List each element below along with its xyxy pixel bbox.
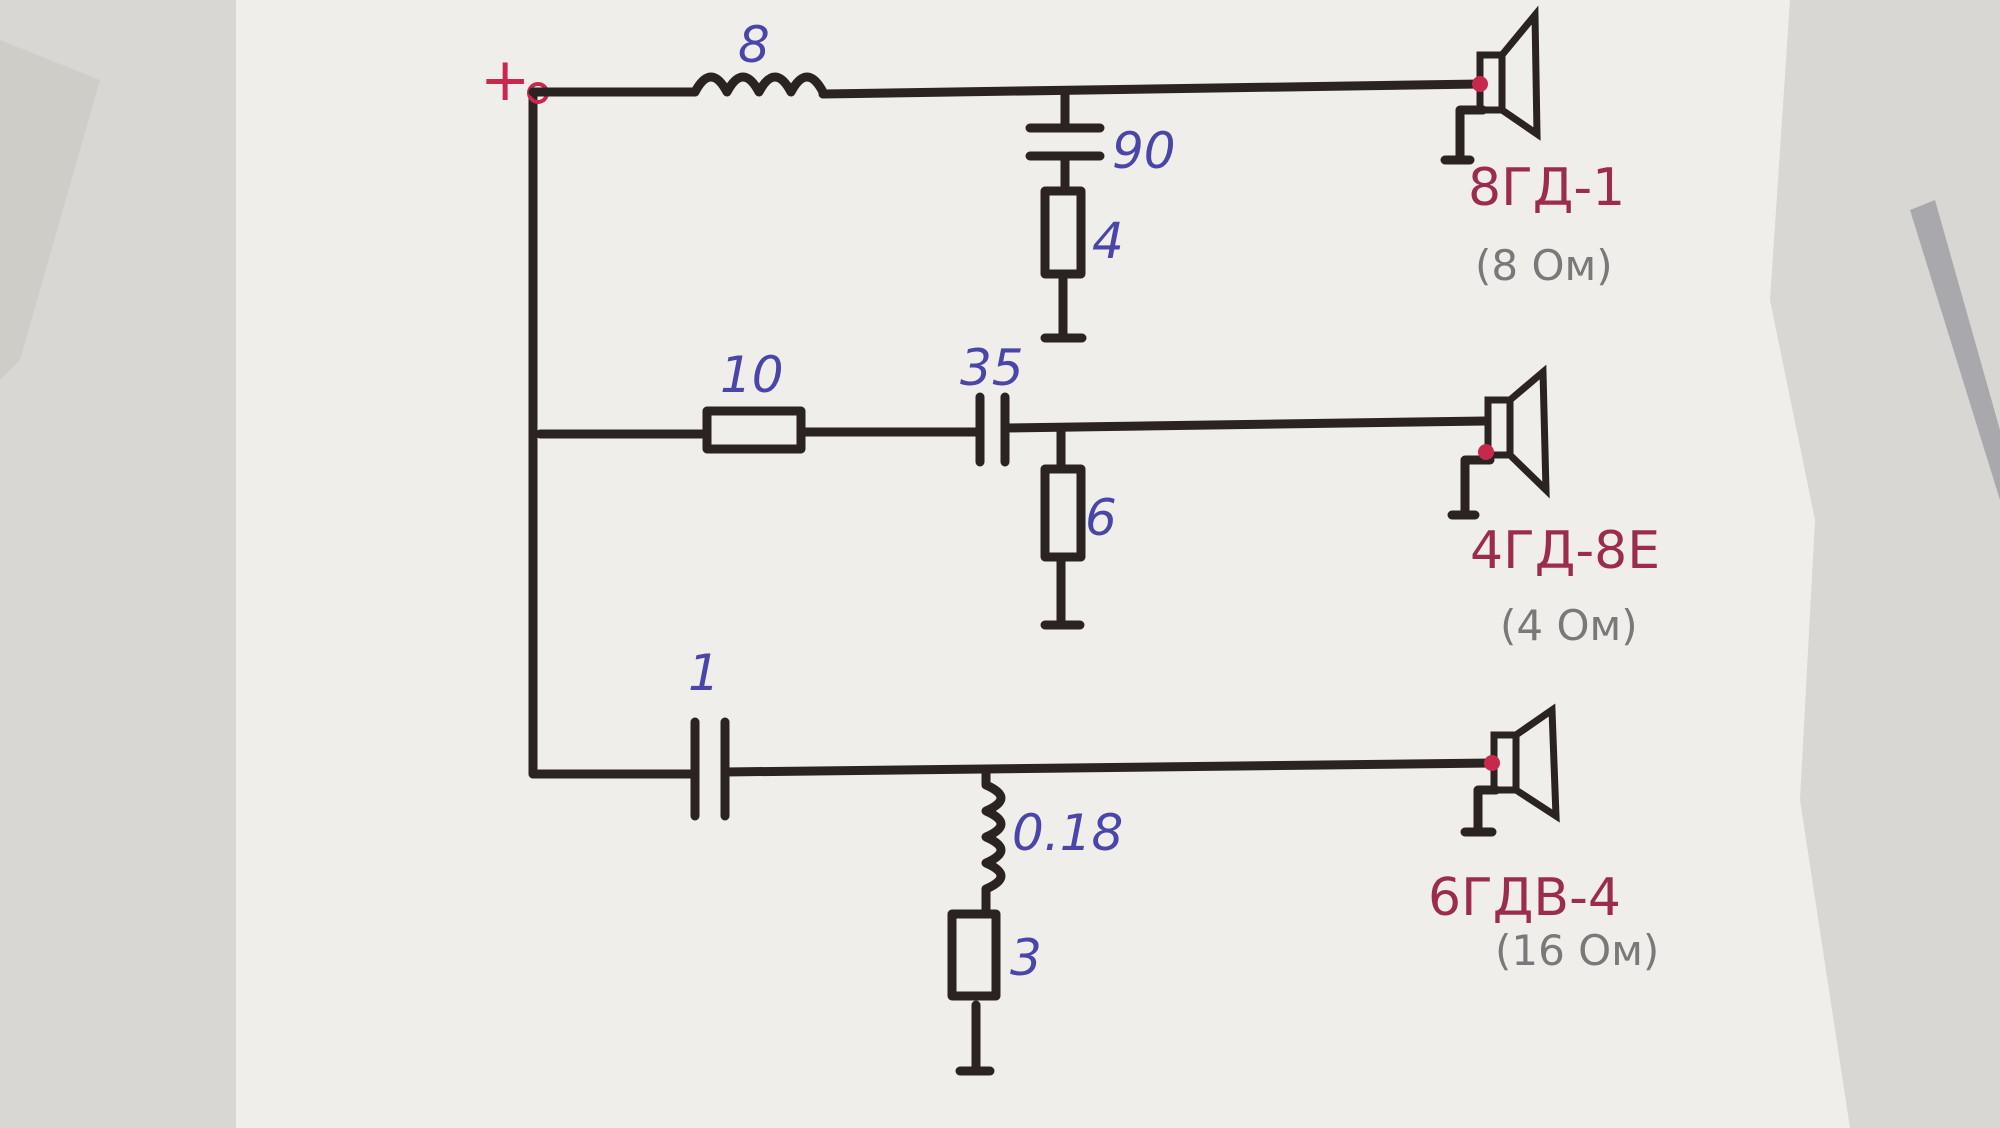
speaker-2-model: 4ГД-8Е [1470,521,1660,581]
branch-2: 10 35 6 4ГД-8Е (4 Ом) [535,339,1660,650]
resistor-series-label: 10 [720,346,784,404]
branch-1: 8 90 4 8ГД-1 (8 Ом) [528,5,1625,343]
capacitor-label: 1 [688,644,720,702]
speaker-2-impedance: (4 Ом) [1500,601,1638,650]
positive-label: + [480,45,530,115]
speaker-3-impedance: (16 Ом) [1495,926,1659,975]
speaker-1-impedance: (8 Ом) [1475,241,1613,290]
branch-3: 1 0.18 3 6ГДВ-4 (16 Ом) [528,644,1659,1076]
ruler [0,40,100,380]
resistor-label: 4 [1092,212,1124,270]
ground-symbol [955,1000,995,1076]
speaker-2-icon [1447,364,1550,520]
wire [818,79,1485,99]
inductor-label: 0.18 [1012,804,1123,862]
speaker-1-model: 8ГД-1 [1468,158,1625,218]
capacitor-1 [528,717,1497,821]
inductor-label: 8 [738,16,770,74]
speaker-1-icon [1440,5,1541,165]
resistor-label: 3 [1010,929,1042,987]
speaker-3-model: 6ГДВ-4 [1428,868,1621,928]
resistor-shunt-label: 6 [1085,489,1117,547]
speaker-3-icon [1460,703,1560,837]
inductor-0-18 [981,765,1006,917]
capacitor-35 [796,392,1491,467]
capacitor-label: 35 [960,339,1024,397]
capacitor-label: 90 [1112,122,1176,180]
paper-sheet [236,0,1850,1128]
inductor-8 [690,72,828,97]
resistor-3 [947,909,1001,1001]
pen [1910,200,2000,500]
capacitor-90 [1025,87,1105,196]
ground-symbol [1040,269,1087,343]
ground-symbol [1040,552,1085,630]
